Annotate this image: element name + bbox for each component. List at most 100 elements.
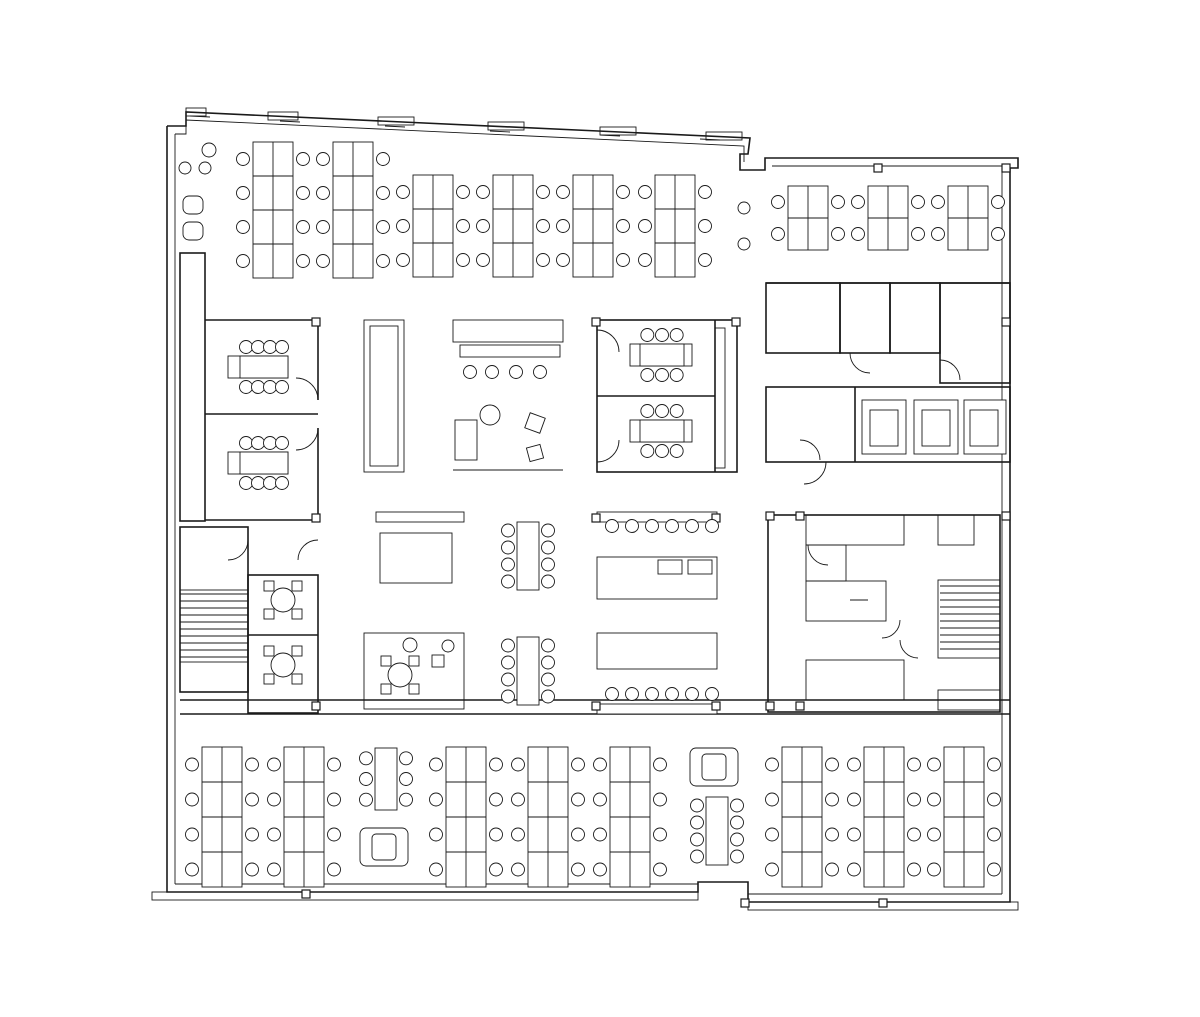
chair [501,523,515,538]
chair [429,757,443,772]
chair [296,220,310,234]
column [301,889,311,899]
chair [245,827,259,842]
chair [556,185,570,199]
chair [236,254,250,268]
chair [327,862,341,877]
column [731,317,741,327]
chair [263,380,277,394]
chair [501,540,515,555]
chair [625,519,639,533]
chair [825,757,839,772]
chair [653,757,667,772]
chair [291,608,303,620]
chair [825,862,839,877]
desk-cluster [638,174,712,278]
chair [593,862,607,877]
chair [327,792,341,807]
chair [931,195,945,209]
conference-table [501,521,555,591]
round-table [263,580,303,620]
chair [730,815,744,830]
chair [655,404,669,418]
chair [536,185,550,199]
chair [690,849,704,864]
chair [927,757,941,772]
chair [396,219,410,233]
chair [669,444,684,458]
chair [476,253,490,267]
chair [571,862,585,877]
chair [429,827,443,842]
chair [541,557,555,572]
column [873,163,883,173]
desk-cluster [927,746,1001,888]
chair [907,827,921,842]
column [311,513,321,523]
chair [359,751,373,766]
chair [316,254,330,268]
west-stair [179,526,1010,715]
chair [245,792,259,807]
chair [359,772,373,786]
chair [251,380,265,394]
chair [625,687,639,701]
desk-cluster [771,185,845,251]
desk-clusters [185,141,1005,888]
chair [501,574,515,589]
chair [698,253,712,267]
chair [245,862,259,877]
east-upper-rooms [765,282,1011,485]
chair [730,832,744,847]
chair [556,219,570,233]
desk-cluster [396,174,470,278]
chair [327,827,341,842]
table-top [705,796,729,866]
chair [730,798,744,813]
lounge-pods [182,195,739,867]
service-core [767,514,1001,713]
exterior-wall [166,111,1019,903]
chair [847,792,861,807]
chair [571,792,585,807]
desk-cluster [476,174,550,278]
chair [638,253,652,267]
chair [771,195,785,209]
chair [236,220,250,234]
conference-table [690,796,744,866]
chair [669,328,684,342]
column [878,898,888,908]
chair [927,792,941,807]
chair [399,751,413,766]
table-top [516,521,540,591]
chair [463,365,477,379]
chair [541,672,555,687]
chair [489,862,503,877]
chair [653,792,667,807]
chair [851,195,865,209]
chair [541,540,555,555]
chair [380,655,392,667]
chair [501,557,515,572]
chair [408,683,420,695]
chair [987,757,1001,772]
desk-cluster [511,746,585,888]
chair [291,673,303,685]
chair [251,340,265,354]
chair [429,862,443,877]
chair [765,757,779,772]
chair [987,792,1001,807]
chair [239,380,253,394]
conference-table [639,328,685,382]
chair [616,185,630,199]
chair [655,444,669,458]
table-top [239,451,289,475]
chair [698,219,712,233]
column [591,317,601,327]
chair [927,827,941,842]
chair [669,404,684,418]
east-stair-treads [940,585,1000,650]
column [591,513,601,523]
chair [690,815,704,830]
chair [825,792,839,807]
